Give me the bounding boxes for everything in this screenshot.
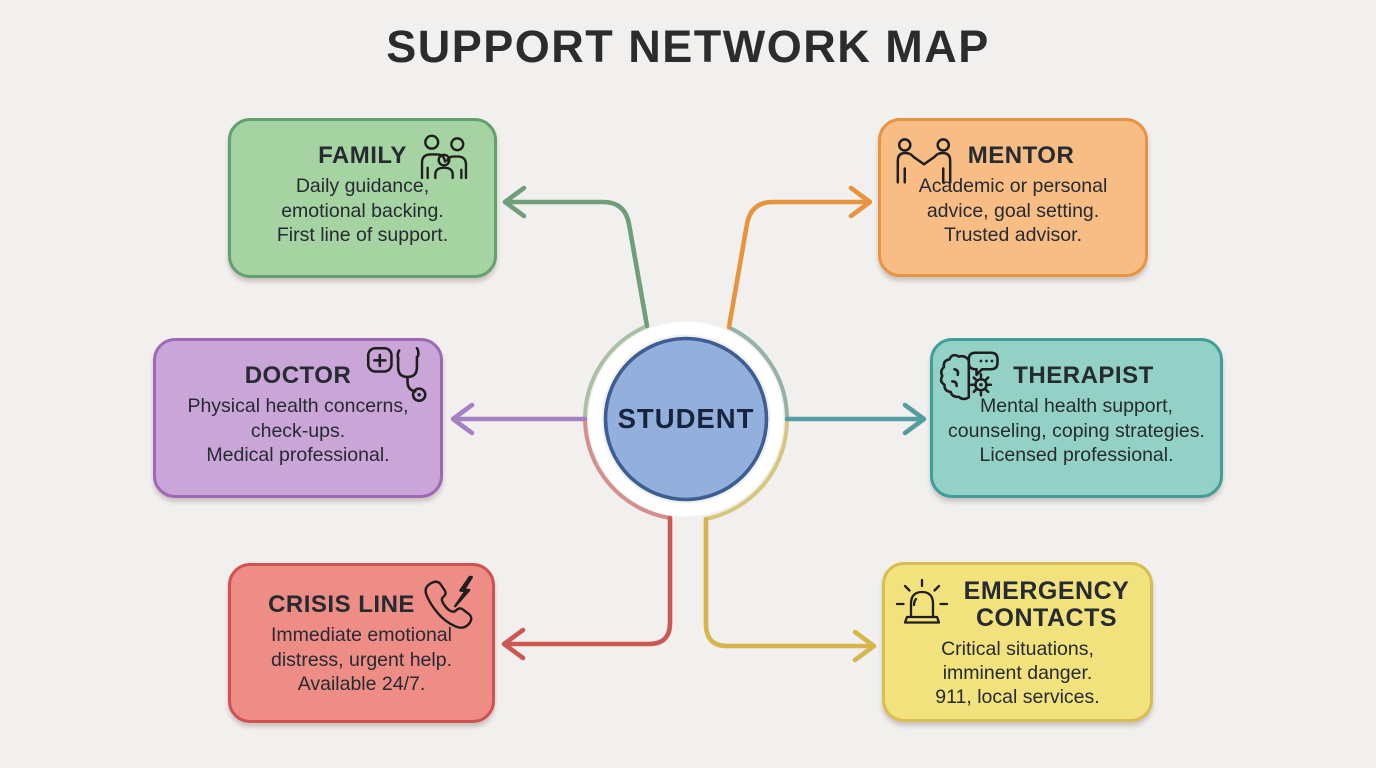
node-title-mentor: MENTOR — [967, 142, 1075, 169]
siren-icon — [893, 577, 951, 629]
connector-emergency — [703, 516, 876, 649]
node-description-crisis-line: Immediate emotional distress, urgent hel… — [270, 624, 452, 695]
node-description-family: Daily guidance, emotional backing. First… — [276, 175, 449, 246]
node-title-family: FAMILY — [318, 142, 407, 169]
arrowhead-crisis-line — [501, 627, 526, 661]
connector-crisis-line — [502, 515, 673, 647]
arrowhead-mentor — [848, 185, 873, 219]
ring-arc-top-right — [727, 325, 790, 420]
node-title-crisis-line: CRISIS LINE — [268, 591, 415, 618]
node-emergency-contacts: EMERGENCY CONTACTS Critical situations, … — [882, 562, 1153, 722]
arrowhead-therapist — [902, 402, 927, 436]
node-family: FAMILY Daily guidance, emotional backing… — [228, 118, 497, 278]
node-therapist: THERAPIST Mental health support, counsel… — [930, 338, 1223, 498]
family-icon — [416, 133, 472, 180]
student-halo-ring — [588, 321, 784, 517]
node-title-emergency-contacts: EMERGENCY CONTACTS — [963, 577, 1130, 632]
connector-family — [503, 199, 650, 329]
ring-arc-bottom-left — [583, 418, 671, 520]
brain-counseling-icon — [939, 349, 1003, 405]
phone-bolt-icon — [420, 572, 478, 634]
ring-arc-top-left — [583, 324, 648, 420]
node-mentor: MENTOR Academic or personal advice, goal… — [878, 118, 1148, 277]
mentor-handshake-icon — [893, 137, 955, 185]
node-description-therapist: Mental health support, counseling, copin… — [948, 395, 1205, 466]
arrowhead-emergency — [852, 629, 877, 663]
ring-arc-bottom-right — [705, 418, 790, 521]
node-doctor: DOCTOR Physical health concerns, check-u… — [153, 338, 443, 498]
node-description-doctor: Physical health concerns, check-ups. Med… — [187, 395, 409, 466]
student-label: STUDENT — [617, 403, 755, 434]
node-title-therapist: THERAPIST — [1013, 362, 1154, 389]
page-title: SUPPORT NETWORK MAP — [386, 21, 990, 72]
node-crisis-line: CRISIS LINE Immediate emotional distress… — [228, 563, 495, 723]
node-description-emergency-contacts: Critical situations, imminent danger. 91… — [935, 638, 1100, 709]
arrowhead-doctor — [450, 402, 475, 436]
arrowhead-family — [502, 185, 527, 219]
node-title-doctor: DOCTOR — [244, 362, 352, 389]
node-description-mentor: Academic or personal advice, goal settin… — [918, 175, 1108, 246]
stethoscope-icon — [366, 346, 428, 408]
student-circle — [603, 336, 769, 502]
connector-mentor — [726, 199, 872, 330]
